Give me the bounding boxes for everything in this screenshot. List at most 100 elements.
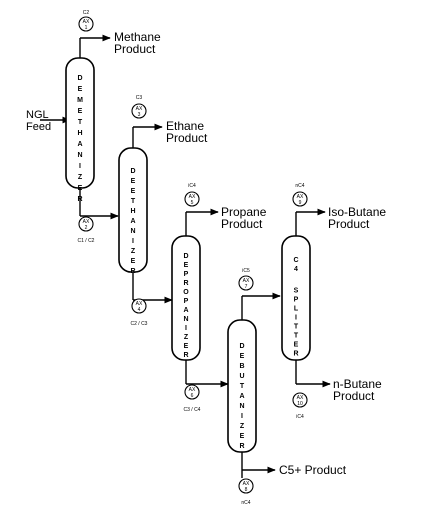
svg-text:7: 7: [245, 284, 248, 290]
column-letter: E: [78, 108, 83, 115]
depropanizer-column: [171, 235, 201, 361]
propane-product-line1: Propane: [221, 205, 267, 219]
column-letter: Z: [184, 334, 189, 341]
column-letter: E: [294, 342, 299, 349]
svg-text:AX: AX: [243, 278, 250, 284]
column-letter: H: [130, 208, 135, 215]
column-letter: E: [184, 262, 189, 269]
svg-text:C1 / C2: C1 / C2: [78, 238, 95, 244]
column-letter: Z: [78, 174, 83, 181]
column-letter: E: [78, 86, 83, 93]
column-letter: P: [184, 271, 189, 278]
svg-text:AX: AX: [243, 481, 250, 487]
column-letter: R: [239, 443, 244, 450]
column-letter: Z: [131, 248, 136, 255]
svg-text:4: 4: [138, 307, 141, 313]
column-letter: T: [294, 324, 299, 331]
column-letter: E: [131, 258, 136, 265]
svg-text:nC4: nC4: [295, 183, 304, 189]
column-letter: T: [240, 383, 245, 390]
svg-text:1: 1: [85, 25, 88, 31]
column-letter: R: [130, 268, 135, 275]
feed-label-line1: NGL: [26, 109, 49, 121]
svg-text:nC4: nC4: [241, 500, 250, 506]
column-letter: R: [183, 280, 188, 287]
svg-text:5: 5: [191, 200, 194, 206]
feed-label-line2: Feed: [26, 121, 51, 133]
analyzer-ax6[interactable]: AX 6 C3 / C4: [184, 384, 201, 413]
column-letter: E: [240, 353, 245, 360]
svg-text:iC4: iC4: [188, 183, 196, 189]
column-letter: H: [77, 130, 82, 137]
column-letter: D: [130, 168, 135, 175]
demethanizer-column: [65, 57, 95, 189]
svg-text:AX: AX: [136, 106, 143, 112]
column-letter: N: [239, 403, 244, 410]
c5plus-product: C5+ Product: [279, 463, 347, 477]
ethane-product-line1: Ethane: [166, 119, 204, 133]
column-letter: R: [293, 351, 298, 358]
column-letter: I: [295, 315, 297, 322]
analyzer-ax10[interactable]: AX 10 iC4: [292, 392, 308, 420]
column-letter: N: [77, 152, 82, 159]
svg-text:AX: AX: [136, 301, 143, 307]
column-letter: I: [241, 413, 243, 420]
analyzer-ax8[interactable]: AX 8 nC4: [238, 478, 254, 506]
column-letter: C: [293, 257, 298, 264]
isobutane-product-line1: Iso-Butane: [328, 205, 386, 219]
column-letter: I: [185, 325, 187, 332]
column-letter: A: [130, 218, 135, 225]
analyzer-ax9[interactable]: nC4 AX 9: [292, 183, 308, 207]
svg-text:C2 / C3: C2 / C3: [131, 321, 148, 327]
column-letter: S: [294, 288, 299, 295]
column-letter: P: [294, 297, 299, 304]
c4-splitter-column: [281, 235, 311, 361]
column-letter: M: [77, 97, 83, 104]
isobutane-product-line2: Product: [328, 217, 370, 231]
svg-text:6: 6: [191, 393, 194, 399]
svg-text:AX: AX: [189, 194, 196, 200]
svg-text:C3: C3: [136, 95, 143, 101]
column-letter: E: [131, 178, 136, 185]
column-letter: E: [131, 188, 136, 195]
column-letter: N: [183, 316, 188, 323]
svg-text:3: 3: [138, 112, 141, 118]
analyzer-ax1[interactable]: C2 AX 1: [78, 10, 94, 32]
column-letter: E: [184, 343, 189, 350]
methane-product-line1: Methane: [114, 30, 161, 44]
svg-text:iC5: iC5: [242, 268, 250, 274]
column-letter: T: [131, 198, 136, 205]
analyzer-ax7[interactable]: iC5 AX 7: [238, 268, 254, 291]
deethanizer-column: [118, 147, 148, 273]
column-letter: Z: [240, 423, 245, 430]
column-letter: A: [77, 141, 82, 148]
svg-text:AX: AX: [189, 387, 196, 393]
column-letter: I: [132, 238, 134, 245]
column-letter: U: [239, 373, 244, 380]
column-letter: R: [77, 196, 82, 203]
column-letter: R: [183, 352, 188, 359]
column-letter: 4: [294, 266, 298, 273]
column-letter: T: [294, 333, 299, 340]
column-letter: A: [183, 307, 188, 314]
debutanizer-column: [227, 319, 257, 453]
column-letter: D: [239, 343, 244, 350]
analyzer-ax2[interactable]: AX 2 C1 / C2: [78, 216, 95, 244]
column-letter: L: [294, 306, 299, 313]
analyzer-ax4[interactable]: AX 4 C2 / C3: [131, 298, 148, 327]
column-letter: N: [130, 228, 135, 235]
svg-text:AX: AX: [297, 395, 304, 401]
column-letter: I: [79, 163, 81, 170]
analyzer-ax3[interactable]: C3 AX 3: [131, 95, 147, 119]
column-letter: P: [184, 298, 189, 305]
analyzer-ax5[interactable]: iC4 AX 5: [184, 183, 200, 207]
svg-text:iC4: iC4: [296, 414, 304, 420]
ethane-product-line2: Product: [166, 131, 208, 145]
svg-text:C2: C2: [83, 10, 90, 16]
svg-text:2: 2: [85, 225, 88, 231]
svg-text:AX: AX: [297, 194, 304, 200]
